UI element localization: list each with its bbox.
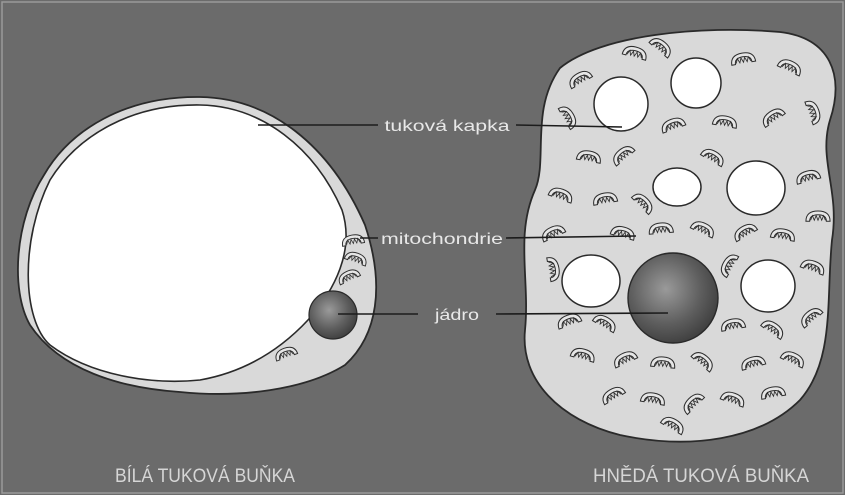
brown-cell-fat-droplet (727, 161, 785, 215)
brown-cell-title: HNĚDÁ TUKOVÁ BUŇKA (593, 465, 809, 487)
leader-line-nucleus-right (496, 313, 668, 314)
white-cell-nucleus (309, 291, 357, 339)
white-cell-title: BÍLÁ TUKOVÁ BUŇKA (115, 465, 295, 487)
label-mitochondria: mitochondrie (381, 231, 503, 248)
brown-cell-fat-droplet (671, 58, 721, 108)
brown-cell-fat-droplet (653, 168, 701, 206)
brown-cell-fat-droplet (594, 77, 648, 131)
brown-fat-cell (524, 30, 835, 442)
brown-cell-fat-droplet (741, 260, 795, 312)
label-nucleus: jádro (434, 307, 479, 324)
label-fat-droplet: tuková kapka (385, 118, 510, 135)
brown-cell-nucleus (628, 253, 718, 343)
brown-cell-fat-droplet (562, 255, 620, 307)
